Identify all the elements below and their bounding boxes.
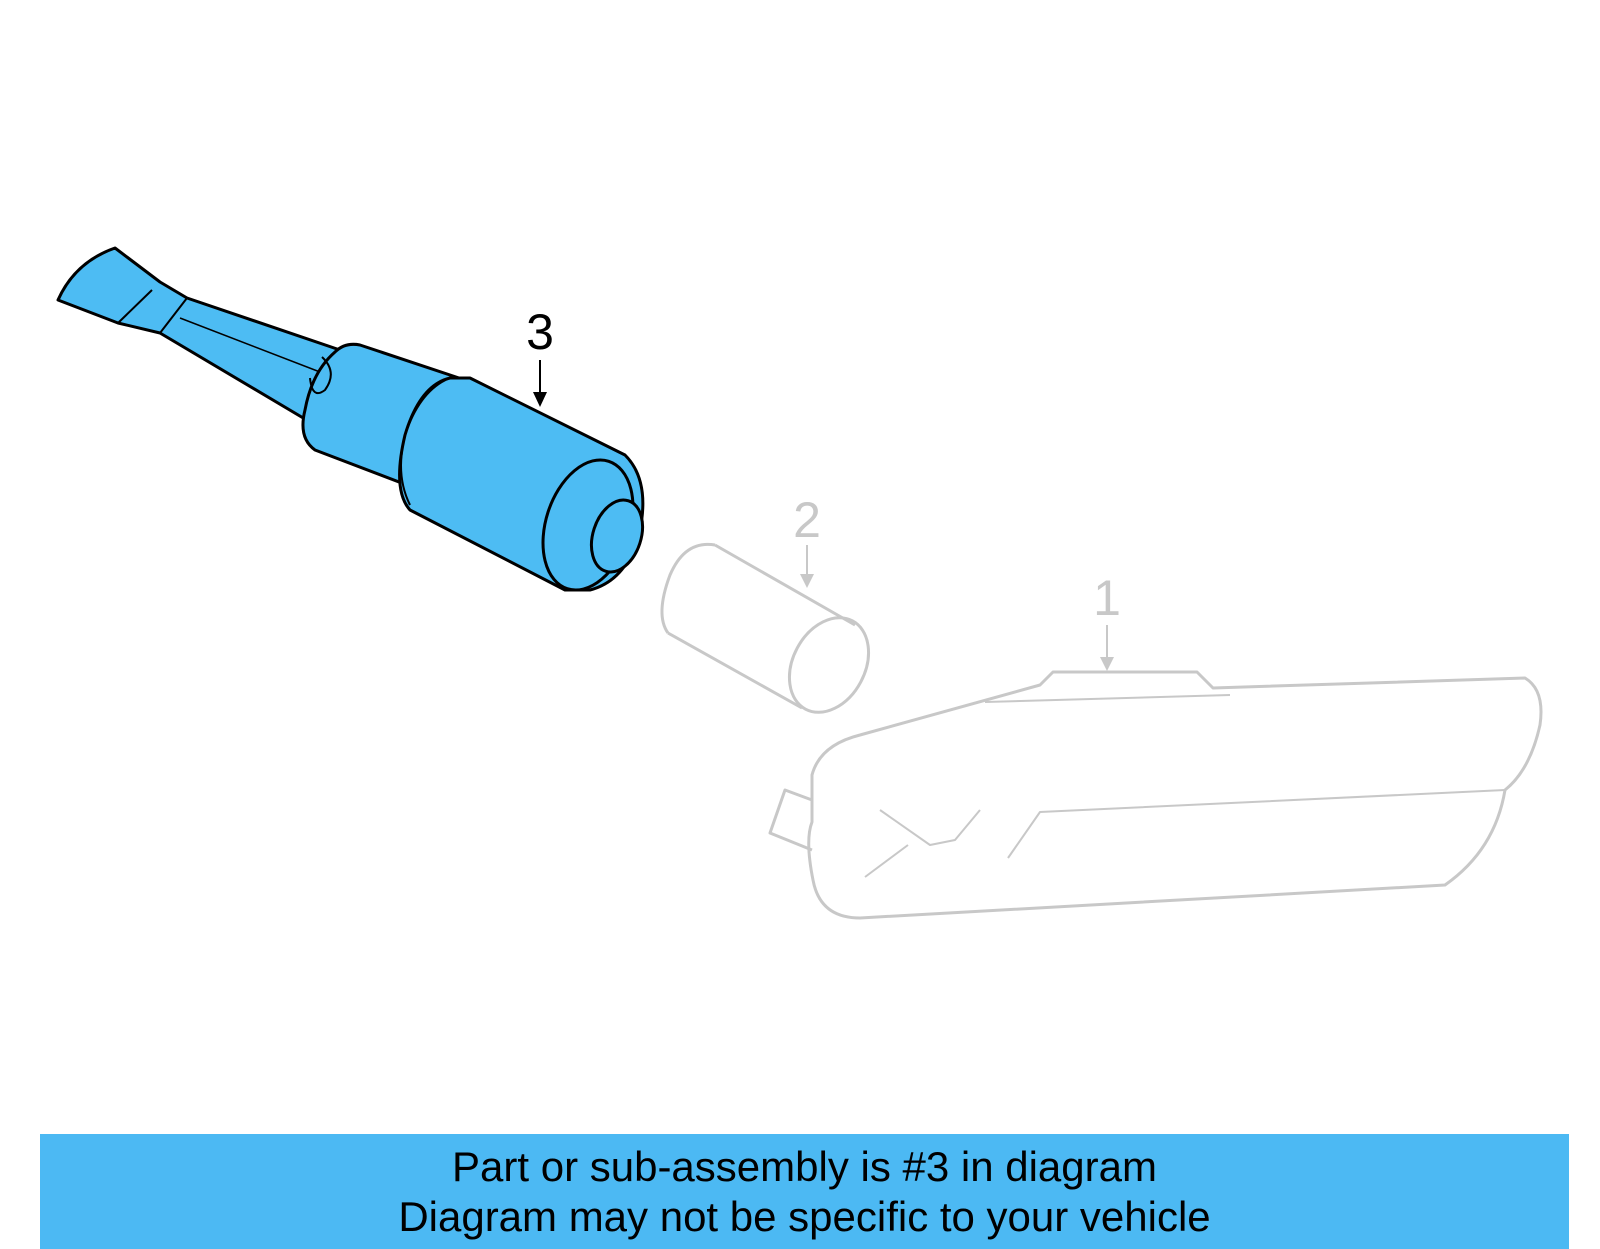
callout-1-label: 1: [1093, 570, 1121, 626]
callout-1[interactable]: 1: [1093, 570, 1121, 671]
callout-2-label: 2: [793, 492, 821, 548]
part-3-end-cap: [589, 498, 645, 574]
callout-3[interactable]: 3: [526, 304, 554, 407]
part-2-bulb[interactable]: [660, 542, 884, 726]
info-banner: Part or sub-assembly is #3 in diagram Di…: [40, 1134, 1569, 1249]
callout-2-arrowhead: [800, 574, 814, 588]
part-1-lamp-housing[interactable]: [768, 670, 1543, 920]
part-3-wire-harness: [56, 246, 342, 427]
callout-1-arrowhead: [1100, 657, 1114, 671]
callout-3-arrowhead: [533, 392, 547, 407]
callout-3-label: 3: [526, 304, 554, 360]
banner-line-disclaimer: Diagram may not be specific to your vehi…: [398, 1193, 1211, 1240]
callout-2[interactable]: 2: [793, 492, 821, 588]
banner-line-part-info: Part or sub-assembly is #3 in diagram: [452, 1143, 1157, 1190]
part-3-bulb-socket[interactable]: [56, 246, 651, 602]
